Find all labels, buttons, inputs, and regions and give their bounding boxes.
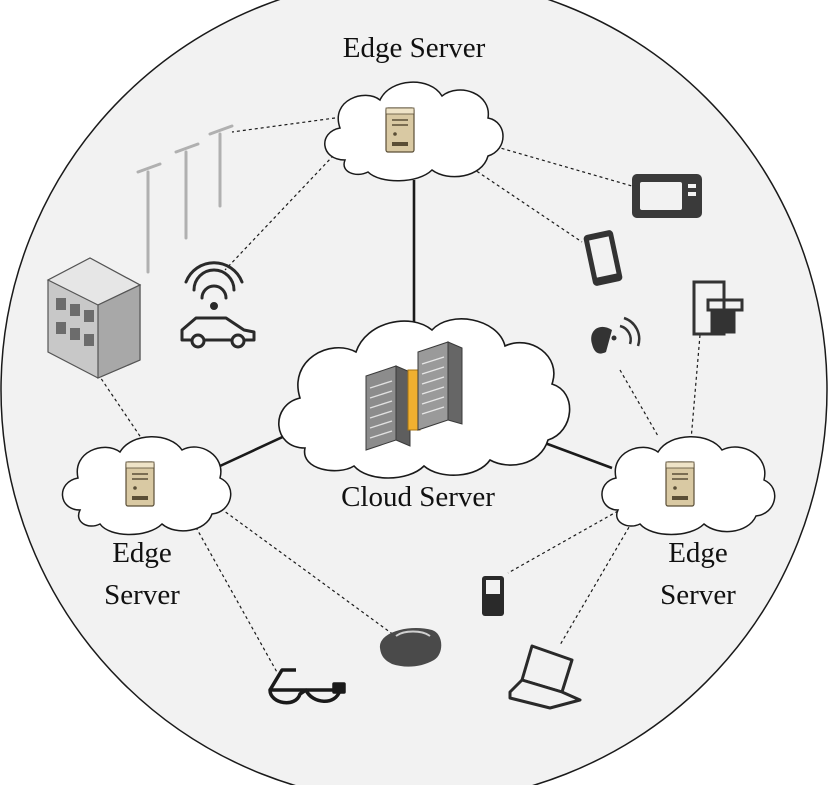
top-edge-cloud (324, 81, 504, 182)
vr-headset-icon (379, 628, 442, 667)
dashed-links (97, 117, 701, 675)
tablet-icon (583, 230, 623, 286)
left-edge-server-label-line1: Edge (112, 537, 172, 569)
mobile-phone-icon (482, 576, 504, 616)
smart-glasses-icon (268, 668, 346, 705)
street-lamps-icon (136, 124, 234, 274)
coffee-maker-icon (692, 280, 744, 336)
top-edge-server-label: Edge Server (343, 32, 486, 64)
satellite-dish-icon (591, 316, 641, 354)
right-edge-cloud (601, 436, 776, 536)
right-edge-server-label-line2: Server (660, 579, 736, 611)
left-edge-cloud (61, 436, 232, 536)
cloud-server-rack-icon (365, 341, 463, 451)
building-icon (46, 257, 142, 379)
microwave-icon (632, 174, 702, 218)
edge-server-icon (125, 461, 155, 507)
right-edge-server-label-line1: Edge (668, 537, 728, 569)
cloud-server-cloud (278, 318, 571, 479)
laptop-icon (508, 644, 582, 710)
wifi-icon (184, 261, 244, 310)
edge-server-icon (385, 107, 415, 153)
edge-server-icon (665, 461, 695, 507)
cloud-server-label: Cloud Server (341, 481, 495, 513)
left-edge-server-label-line2: Server (104, 579, 180, 611)
car-icon (180, 316, 256, 349)
